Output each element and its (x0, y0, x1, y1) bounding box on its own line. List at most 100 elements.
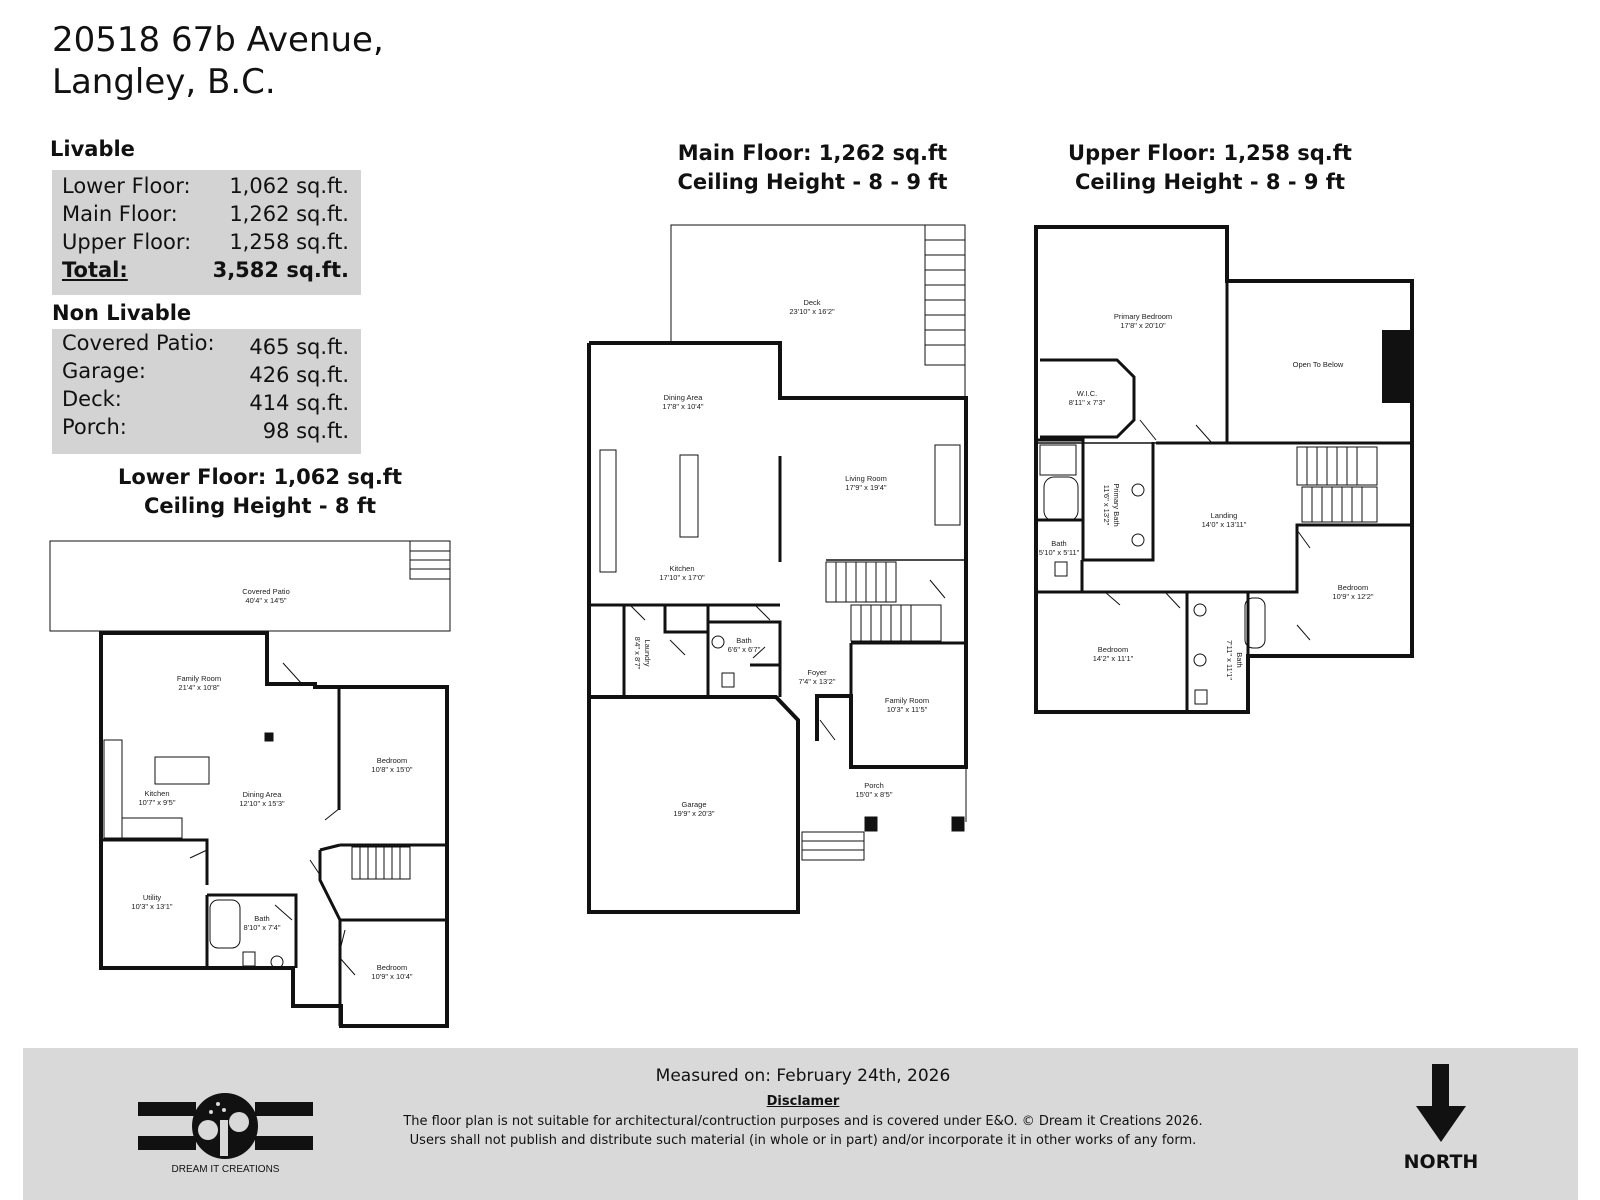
arrow-down-icon (1408, 1064, 1474, 1146)
kitchen-counter (103, 739, 123, 839)
row-label: Covered Patio: (62, 331, 215, 355)
floor-area-label: Lower Floor: 1,062 sq.ft (117, 465, 402, 489)
north-label: NORTH (1403, 1151, 1479, 1173)
upper-floor-plan (1034, 225, 1414, 714)
room-name: W.I.C. (1077, 389, 1097, 398)
main-stairs (825, 561, 942, 642)
row-value: 414 sq.ft. (249, 391, 349, 415)
room-dims: 17'8" x 10'4" (662, 402, 703, 411)
kitchen-counter (599, 449, 617, 573)
room-name: Primary Bedroom (1114, 312, 1172, 321)
room-dims: 12'10" x 15'3" (239, 799, 285, 808)
room-dims: 21'4" x 10'8" (178, 683, 219, 692)
interior-wall (750, 663, 782, 697)
non-livable-table: Covered Patio: 465 sq.ft. Garage: 426 sq… (52, 329, 361, 454)
room-dims: 7'11" x 11'1" (1225, 640, 1234, 680)
livable-row: Main Floor: 1,262 sq.ft. (62, 202, 349, 226)
interior-wall (101, 838, 209, 885)
row-value: 1,062 sq.ft. (229, 174, 349, 198)
room-dims: 14'0" x 13'11" (1202, 520, 1247, 529)
covered-patio-outline (49, 540, 451, 632)
room-dims: 10'3" x 13'1" (131, 902, 172, 911)
kitchen-island (154, 756, 210, 785)
interior-wall (1036, 523, 1412, 594)
room-dims: 19'9" x 20'3" (673, 809, 714, 818)
room-dims: 6'6" x 6'7" (728, 645, 761, 654)
row-label: Deck: (62, 387, 122, 411)
post (264, 732, 274, 742)
address-line-2: Langley, B.C. (52, 62, 276, 102)
porch-post (864, 816, 878, 832)
room-name: Foyer (807, 668, 827, 677)
interior-wall (318, 850, 447, 922)
total-value: 3,582 sq.ft. (212, 258, 349, 282)
disclaimer-line-1: The floor plan is not suitable for archi… (403, 1114, 1203, 1129)
room-dims: 10'9" x 10'4" (371, 972, 412, 981)
row-value: 98 sq.ft. (262, 419, 349, 443)
room-name: Kitchen (669, 564, 694, 573)
row-value: 465 sq.ft. (249, 335, 349, 359)
room-dims: 7'4" x 13'2" (799, 677, 836, 686)
door-swings (1104, 419, 1311, 641)
logo-text: DREAM IT CREATIONS (171, 1164, 280, 1175)
room-name: Garage (681, 800, 706, 809)
row-label: Garage: (62, 359, 146, 383)
room-name: Bath (1235, 652, 1244, 667)
porch-post (951, 816, 965, 832)
deck-stairs (924, 224, 966, 366)
room-name: Laundry (643, 639, 652, 666)
row-value: 1,262 sq.ft. (229, 202, 349, 226)
patio-stairs (409, 540, 451, 580)
lower-exterior-wall (99, 631, 449, 1028)
room-dims: 8'10" x 7'4" (244, 923, 281, 932)
non-livable-row: Porch: 98 sq.ft. (62, 415, 349, 443)
interior-wall (207, 893, 298, 968)
room-name: Deck (803, 298, 820, 307)
sink (1131, 483, 1145, 497)
room-dims: 17'10" x 17'0" (659, 573, 705, 582)
room-name: Bedroom (377, 963, 407, 972)
kitchen-island (679, 454, 699, 538)
porch-steps (801, 831, 865, 861)
room-dims: 10'8" x 15'0" (371, 765, 412, 774)
address-line-1: 20518 67b Avenue, (52, 20, 384, 60)
sink (1131, 533, 1145, 547)
room-dims: 5'10" x 5'11" (1039, 548, 1080, 557)
bathtub (1043, 476, 1079, 522)
row-label: Upper Floor: (62, 230, 192, 254)
sink (270, 955, 284, 969)
porch-outline (851, 766, 967, 822)
livable-table: Lower Floor: 1,062 sq.ft. Main Floor: 1,… (52, 170, 361, 295)
ceiling-height-label: Ceiling Height - 8 - 9 ft (1075, 170, 1345, 194)
bathtub (209, 899, 241, 949)
measured-date: Measured on: February 24th, 2026 (655, 1066, 951, 1086)
ceiling-height-label: Ceiling Height - 8 - 9 ft (677, 170, 948, 194)
non-livable-heading: Non Livable (52, 301, 192, 325)
disclaimer-title: Disclamer (766, 1094, 840, 1109)
room-name: Porch (864, 781, 884, 790)
livable-heading: Livable (50, 137, 135, 161)
room-dims: 11'6" x 13'2" (1102, 485, 1111, 526)
floor-plans: Covered Patio 40'4" x 14'5" Family Room … (49, 224, 1414, 1028)
toilet (1054, 561, 1068, 577)
interior-wall (708, 620, 782, 665)
room-name: Dining Area (664, 393, 704, 402)
livable-total-row: Total: 3,582 sq.ft. (62, 258, 349, 282)
room-name: Bath (736, 636, 751, 645)
upper-floor-title: Upper Floor: 1,258 sq.ft Ceiling Height … (1045, 139, 1375, 197)
room-dims: 17'9" x 19'4" (845, 483, 886, 492)
lower-room-labels: Covered Patio 40'4" x 14'5" Family Room … (131, 587, 412, 981)
non-livable-row: Garage: 426 sq.ft. (62, 359, 349, 387)
shower (1039, 444, 1077, 476)
kitchen-counter (121, 817, 183, 839)
main-floor-plan (587, 224, 968, 914)
toilet (242, 951, 256, 967)
door-swings (189, 662, 356, 976)
footer-bar: DREAM IT CREATIONS Measured on: February… (23, 1048, 1578, 1200)
lower-floor-plan (49, 540, 451, 1028)
room-dims: 10'3" x 11'5" (887, 705, 928, 714)
fireplace-chase (1382, 330, 1410, 403)
row-value: 426 sq.ft. (249, 363, 349, 387)
room-name: Family Room (177, 674, 221, 683)
room-name: Bath (254, 914, 269, 923)
